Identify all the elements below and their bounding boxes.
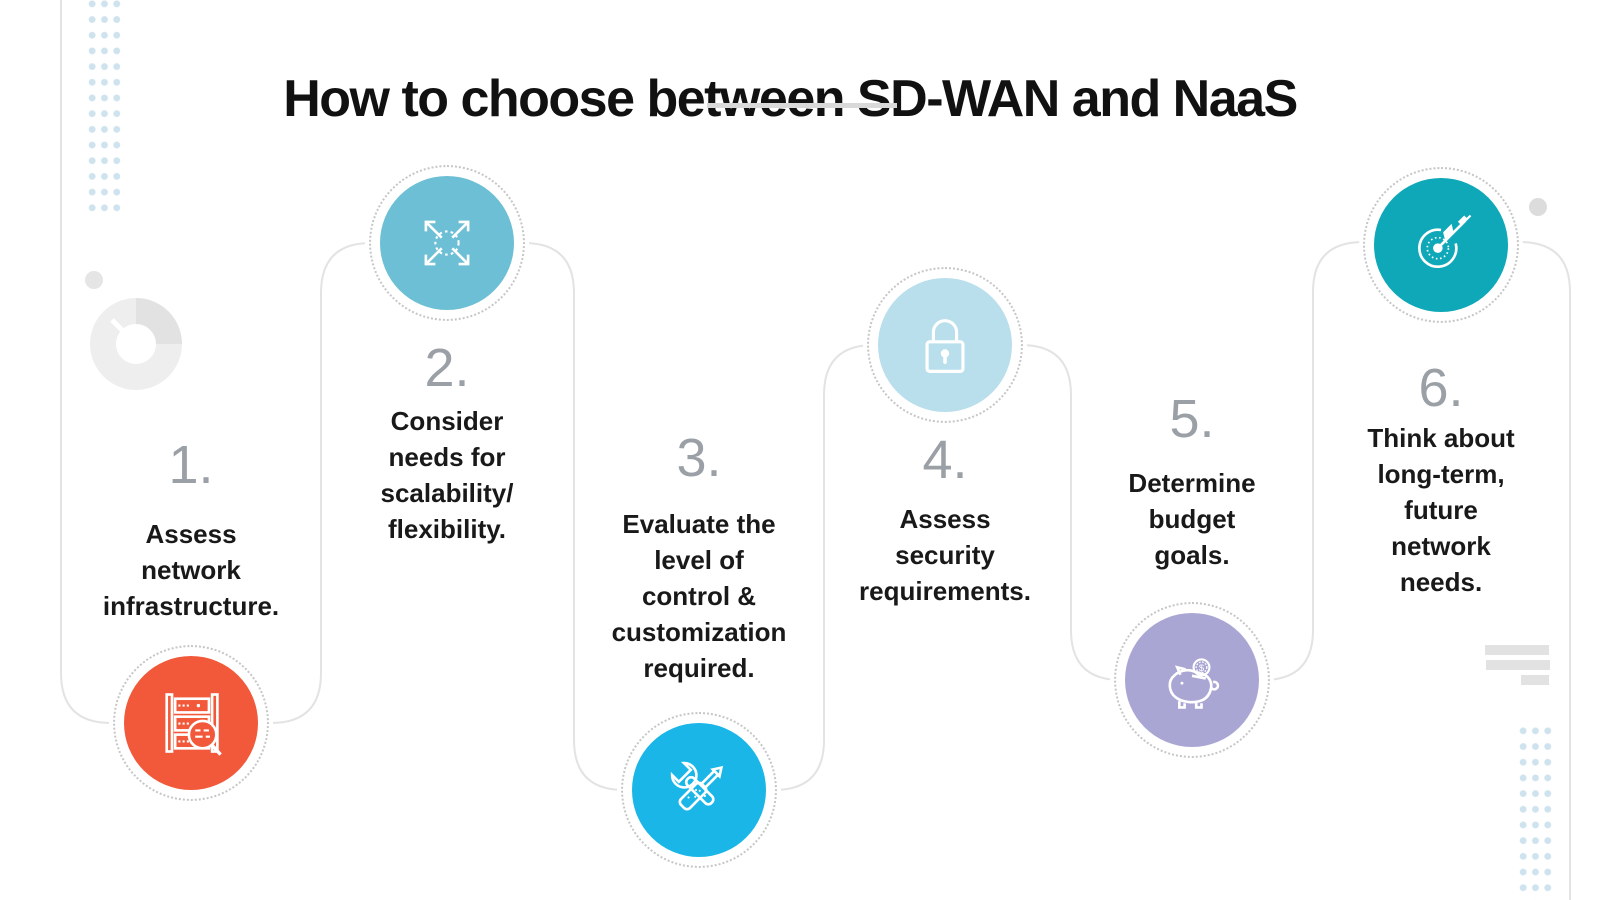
label-line: needs.: [1399, 567, 1483, 597]
label-line: level of: [654, 545, 744, 575]
gray-bar-decoration: [1521, 675, 1549, 685]
step-1-number: 1.: [168, 435, 214, 495]
label-line: Assess: [899, 504, 991, 534]
dotted-ring: [369, 165, 525, 321]
step-4-number: 4.: [922, 430, 968, 490]
dotted-ring: [867, 267, 1023, 423]
step-6-label: Think about long-term, future network ne…: [1296, 420, 1586, 600]
label-line: goals.: [1154, 540, 1230, 570]
padlock-icon: [878, 278, 1012, 412]
gray-dot-right: [1529, 198, 1547, 216]
label-line: network: [141, 555, 241, 585]
step-5-label: Determine budget goals.: [1047, 465, 1337, 573]
target-dart-icon: [1374, 178, 1508, 312]
label-line: scalability/: [380, 478, 514, 508]
dotted-ring: [113, 645, 269, 801]
flow-path: [60, 0, 1571, 900]
step-3-label: Evaluate the level of control & customiz…: [554, 506, 844, 686]
server-search-icon: [124, 656, 258, 790]
step-2-label: Consider needs for scalability/ flexibil…: [302, 403, 592, 547]
label-line: security: [895, 540, 995, 570]
step-2-number: 2.: [424, 338, 470, 398]
svg-text:$: $: [1199, 663, 1205, 674]
label-line: flexibility.: [388, 514, 506, 544]
label-line: network: [1391, 531, 1491, 561]
label-line: requirements.: [859, 576, 1031, 606]
page-title: How to choose between SD-WAN and NaaS: [283, 69, 1298, 128]
label-line: required.: [643, 653, 755, 683]
dotted-ring: [1114, 602, 1270, 758]
crossed-tools-icon: [632, 723, 766, 857]
dotted-ring: [621, 712, 777, 868]
dot-grid-bottom-right: [1517, 723, 1554, 900]
label-line: Assess: [145, 519, 237, 549]
label-line: customization: [611, 617, 787, 647]
gray-dot-left: [85, 271, 103, 289]
label-line: long-term,: [1377, 459, 1505, 489]
label-line: Think about: [1367, 423, 1515, 453]
dot-grid-top-left: [86, 0, 123, 218]
step-6-number: 6.: [1418, 358, 1464, 418]
label-line: Evaluate the: [622, 509, 776, 539]
label-line: control &: [641, 581, 757, 611]
step-1-label: Assess network infrastructure.: [46, 516, 336, 624]
label-line: infrastructure.: [102, 591, 280, 621]
gray-bar-decoration: [1486, 660, 1550, 670]
piggy-bank-icon: $: [1125, 613, 1259, 747]
dotted-ring: [1363, 167, 1519, 323]
label-line: needs for: [388, 442, 506, 472]
gray-bar-decoration: [1485, 645, 1549, 655]
label-line: future: [1404, 495, 1478, 525]
label-line: Consider: [390, 406, 504, 436]
donut-decoration-segment: [135, 298, 182, 345]
label-line: Determine: [1128, 468, 1256, 498]
label-line: budget: [1148, 504, 1236, 534]
step-3-number: 3.: [676, 428, 722, 488]
title-underline: [707, 103, 897, 108]
expand-arrows-icon: [380, 176, 514, 310]
step-4-label: Assess security requirements.: [800, 501, 1090, 609]
step-5-number: 5.: [1169, 389, 1215, 449]
donut-notch: [110, 318, 138, 346]
